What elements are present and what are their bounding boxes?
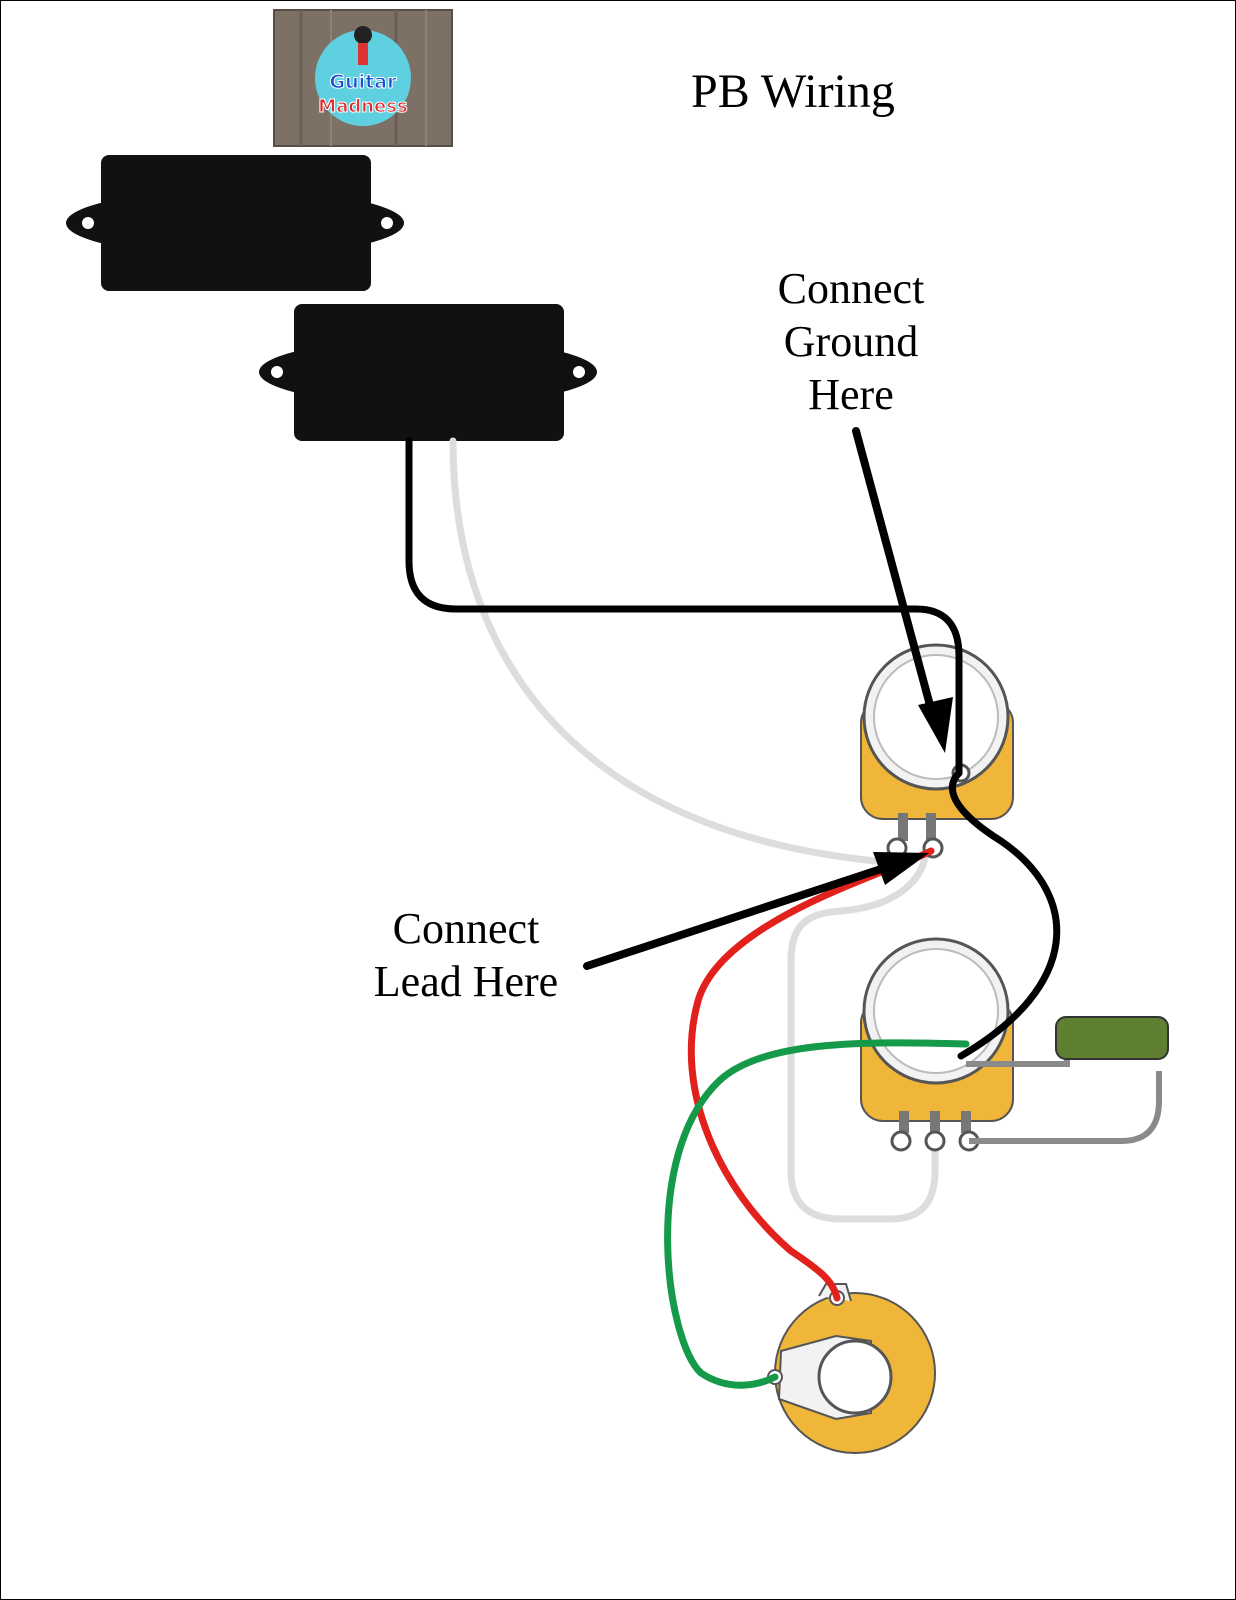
pickup-2 [259, 304, 597, 441]
logo-line1: Guitar [330, 71, 398, 93]
white-wire-pickup [449, 437, 903, 867]
pickup-1 [66, 155, 404, 291]
tone-lug-middle [924, 1130, 946, 1152]
guitar-madness-logo: Guitar Madness [273, 9, 453, 147]
lead-annotation: Connect Lead Here [351, 903, 581, 1009]
volume-pot [860, 643, 1014, 859]
green-wire-ground [664, 1039, 970, 1389]
page-title: PB Wiring [691, 65, 895, 118]
ground-arrow [852, 427, 953, 753]
ground-annotation-line-1: Connect [777, 264, 925, 313]
ground-annotation-line-3: Here [808, 369, 894, 419]
black-wire-ground [948, 769, 1061, 1060]
tone-lug-left [890, 1130, 912, 1152]
lead-arrow [583, 852, 929, 970]
red-wire-lead [687, 847, 935, 1302]
capacitor [966, 1016, 1169, 1144]
logo-line2: Madness [318, 96, 407, 117]
white-wire-ground-loop [787, 844, 939, 1223]
lead-annotation-line-1: Connect [392, 904, 540, 953]
lead-annotation-line-2: Lead Here [373, 956, 559, 1006]
ground-annotation: Connect Ground Here [761, 263, 941, 421]
ground-annotation-line-2: Ground [783, 316, 919, 366]
black-wire-pickup [405, 437, 963, 777]
output-jack [767, 1283, 936, 1454]
